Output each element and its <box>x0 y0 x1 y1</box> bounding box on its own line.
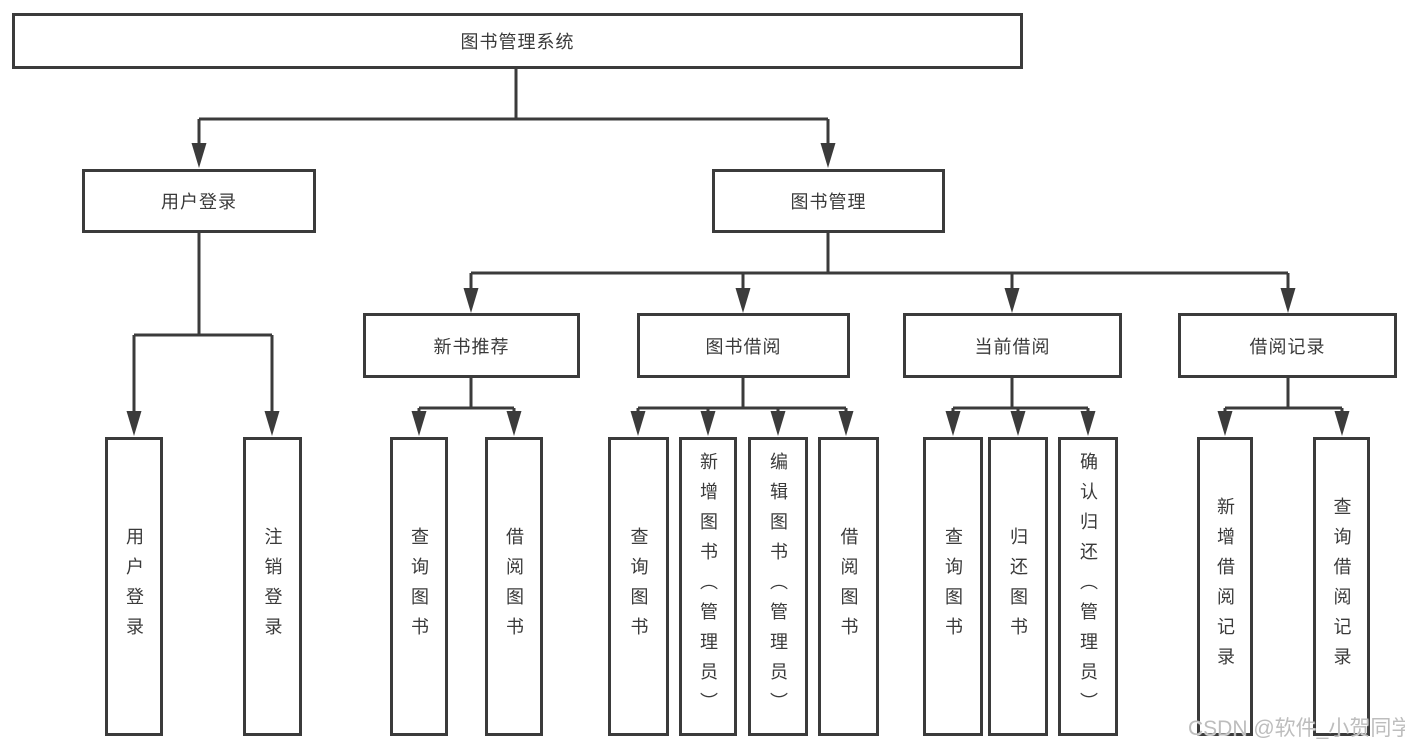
connector-records-leaves <box>1223 378 1344 414</box>
connector-mgmt-level3 <box>469 233 1290 292</box>
connector-root-level2 <box>197 69 830 148</box>
leaf-logout: 注销登录 <box>243 437 302 736</box>
csdn-watermark: CSDN @软件_小贺同学 <box>1188 717 1405 740</box>
leaf-add-books-admin: 新增图书（管理员） <box>679 437 737 736</box>
node-book-borrow: 图书借阅 <box>637 313 850 378</box>
node-book-management: 图书管理 <box>712 169 945 233</box>
connector-borrow-leaves <box>636 378 848 414</box>
leaf-return-books: 归还图书 <box>988 437 1048 736</box>
leaf-confirm-return-admin: 确认归还（管理员） <box>1058 437 1118 736</box>
node-new-book-recommend: 新书推荐 <box>363 313 580 378</box>
leaf-query-books-borrow: 查询图书 <box>608 437 669 736</box>
leaf-add-borrow-record: 新增借阅记录 <box>1197 437 1253 736</box>
node-borrow-records: 借阅记录 <box>1178 313 1397 378</box>
leaf-query-books-recommend: 查询图书 <box>390 437 448 736</box>
connector-current-leaves <box>951 378 1090 414</box>
arrowheads <box>126 143 1350 436</box>
leaf-borrow-books-recommend: 借阅图书 <box>485 437 543 736</box>
node-user-login: 用户登录 <box>82 169 316 233</box>
leaf-query-books-current: 查询图书 <box>923 437 983 736</box>
connector-recommend-leaves <box>417 378 516 414</box>
leaf-borrow-books: 借阅图书 <box>818 437 879 736</box>
node-root-system: 图书管理系统 <box>12 13 1023 69</box>
leaf-query-borrow-record: 查询借阅记录 <box>1313 437 1370 736</box>
leaf-user-login: 用户登录 <box>105 437 163 736</box>
node-current-borrow: 当前借阅 <box>903 313 1122 378</box>
leaf-edit-books-admin: 编辑图书（管理员） <box>748 437 808 736</box>
connector-login-leaves <box>132 233 274 414</box>
